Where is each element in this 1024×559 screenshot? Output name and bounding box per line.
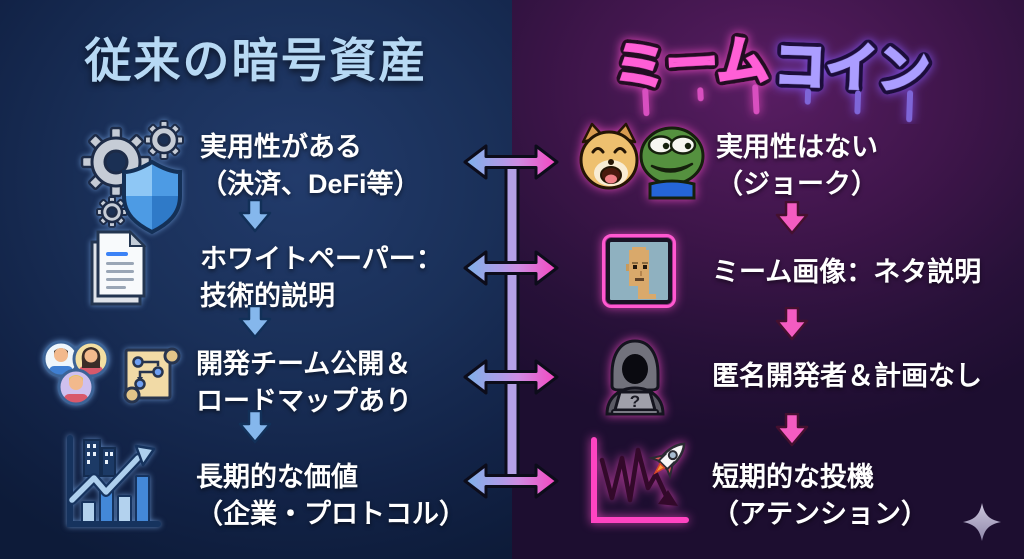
right-row-4-text: 短期的な投機 （アテンション）: [712, 462, 928, 529]
left-row-4-text: 長期的な価値 （企業・プロトコル）: [196, 462, 466, 529]
down-arrow-pink-icon: [775, 413, 809, 447]
laptop-question-mark: ?: [630, 392, 640, 411]
left-row-1-text: 実用性がある （決済、DeFi等）: [200, 132, 421, 199]
paint-drip: [906, 90, 914, 123]
volatile-chart-rocket-icon: [591, 437, 689, 523]
left-row-3-text: 開発チーム公開＆ ロードマップあり: [196, 349, 412, 416]
sparkle-icon: [963, 503, 1001, 541]
double-arrow-icon: [463, 250, 559, 286]
svg-text:ミーム: ミーム: [613, 32, 770, 98]
anonymous-hacker-icon: ?: [605, 339, 665, 416]
right-row-1-text: 実用性はない （ジョーク）: [716, 132, 878, 199]
right-row-3-text: 匿名開発者＆計画なし: [712, 361, 982, 391]
paint-drip: [642, 88, 650, 117]
right-row-2-text: ミーム画像：ネタ説明: [712, 257, 982, 287]
title-purple-part: コイン コイン: [767, 32, 936, 123]
cryptopunk-pixel-avatar-icon: [602, 234, 676, 308]
team-and-roadmap-icon: [42, 340, 181, 406]
down-arrow-blue-icon: [238, 199, 272, 233]
left-title: 従来の暗号資産: [84, 34, 428, 87]
down-arrow-blue-icon: [238, 305, 272, 339]
growth-chart-icon: [67, 435, 161, 527]
title-pink-part: ミーム ミーム: [607, 26, 775, 117]
connector-vertical-bar: [504, 160, 520, 483]
paint-drip: [752, 84, 760, 115]
right-panel-background: [512, 0, 1024, 559]
double-arrow-icon: [463, 144, 559, 180]
doge-and-pepe-icon: [579, 122, 705, 200]
svg-text:ミーム: ミーム: [613, 32, 770, 98]
paint-drip: [854, 90, 862, 115]
right-title-neon: ミーム ミーム コイン コイン: [607, 26, 936, 123]
center-comparison-connector: [463, 144, 559, 499]
double-arrow-icon: [463, 463, 559, 499]
svg-text:コイン: コイン: [773, 38, 931, 101]
paint-drip: [697, 87, 704, 102]
double-arrow-icon: [463, 359, 559, 395]
whitepaper-document-icon: [90, 229, 147, 306]
paint-drip: [804, 88, 812, 105]
down-arrow-pink-icon: [775, 307, 809, 341]
down-arrow-blue-icon: [238, 410, 272, 444]
down-arrow-pink-icon: [775, 201, 809, 235]
gears-shield-icon: [80, 120, 184, 235]
left-row-2-text: ホワイトペーパー： 技術的説明: [200, 244, 443, 311]
